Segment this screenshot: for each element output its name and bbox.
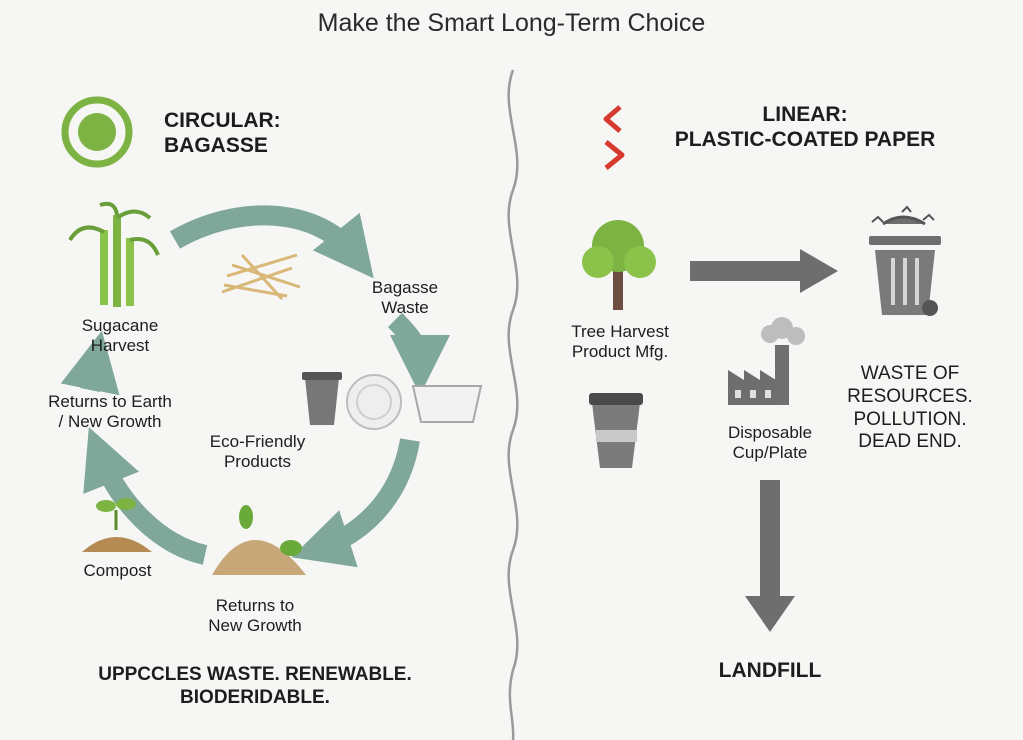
waste-line2: RESOURCES. — [847, 385, 973, 407]
circular-heading: CIRCULAR: BAGASSE — [164, 108, 281, 158]
linear-heading: LINEAR: PLASTIC-COATED PAPER — [650, 102, 960, 152]
linear-chevron-icon — [603, 105, 625, 170]
eco-friendly-products-label: Eco-Friendly Products — [185, 432, 330, 473]
circular-heading-line1: CIRCULAR: — [164, 109, 281, 132]
bagasse-waste-label: Bagasse Waste — [350, 278, 460, 319]
linear-heading-line1: LINEAR: — [762, 103, 848, 126]
bagasse-label-line1: Bagasse — [371, 278, 439, 297]
compost-sprout-icon — [82, 498, 152, 552]
waste-line4: DEAD END. — [858, 431, 962, 453]
wavy-divider — [507, 69, 519, 740]
eco-label-line1: Eco-Friendly — [209, 432, 306, 451]
disposable-cup-plate-label: Disposable Cup/Plate — [705, 423, 835, 464]
sugarcane-label-line2: Harvest — [90, 336, 150, 356]
soil-pile-icon — [212, 505, 306, 575]
compost-label: Compost — [83, 561, 152, 580]
coffee-cup-icon — [589, 393, 643, 468]
waste-of-resources-text: WASTE OF RESOURCES. POLLUTION. DEAD END. — [830, 363, 990, 454]
eco-products-icons — [302, 372, 483, 430]
returns-growth-line1: Returns to — [215, 596, 295, 615]
page-title: Make the Smart Long-Term Choice — [317, 9, 706, 37]
linear-heading-line2: PLASTIC-COATED PAPER — [674, 128, 936, 152]
landfill-label: LANDFILL — [718, 659, 822, 682]
returns-earth-line1: Returns to Earth — [48, 392, 172, 411]
trash-can-icon — [869, 205, 941, 316]
sugarcane-harvest-label: Sugacane Harvest — [55, 316, 185, 357]
linear-down-arrow — [745, 480, 795, 632]
bagasse-fiber-icon — [221, 253, 301, 301]
circular-summary: UPPCCLES WASTE. RENEWABLE. BIODERIDABLE. — [55, 664, 455, 710]
sugarcane-label-line1: Sugacane — [81, 316, 159, 335]
cycle-arrows — [60, 205, 450, 568]
circular-summary-line1: UPPCCLES WASTE. RENEWABLE. — [98, 664, 412, 685]
bagasse-label-line2: Waste — [381, 298, 429, 318]
tree-icon — [582, 220, 656, 310]
tree-harvest-label: Tree Harvest Product Mfg. — [550, 322, 690, 363]
tree-label-line1: Tree Harvest — [571, 322, 669, 341]
returns-to-new-growth-label: Returns to New Growth — [180, 596, 330, 637]
returns-to-earth-label: Returns to Earth / New Growth — [25, 392, 195, 433]
factory-icon — [728, 317, 805, 405]
disposable-label-line2: Cup/Plate — [732, 443, 808, 463]
returns-growth-line2: New Growth — [208, 616, 302, 636]
sugarcane-icon — [68, 201, 160, 307]
waste-line3: POLLUTION. — [853, 408, 967, 430]
waste-line1: WASTE OF — [860, 363, 960, 384]
circular-target-icon — [61, 96, 133, 168]
circular-summary-line2: BIODERIDABLE. — [180, 686, 330, 708]
circular-heading-line2: BAGASSE — [164, 134, 268, 158]
disposable-label-line1: Disposable — [727, 423, 813, 442]
eco-label-line2: Products — [223, 452, 292, 472]
tree-label-line2: Product Mfg. — [571, 342, 669, 362]
returns-earth-line2: / New Growth — [58, 412, 162, 432]
linear-right-arrow — [690, 249, 838, 293]
